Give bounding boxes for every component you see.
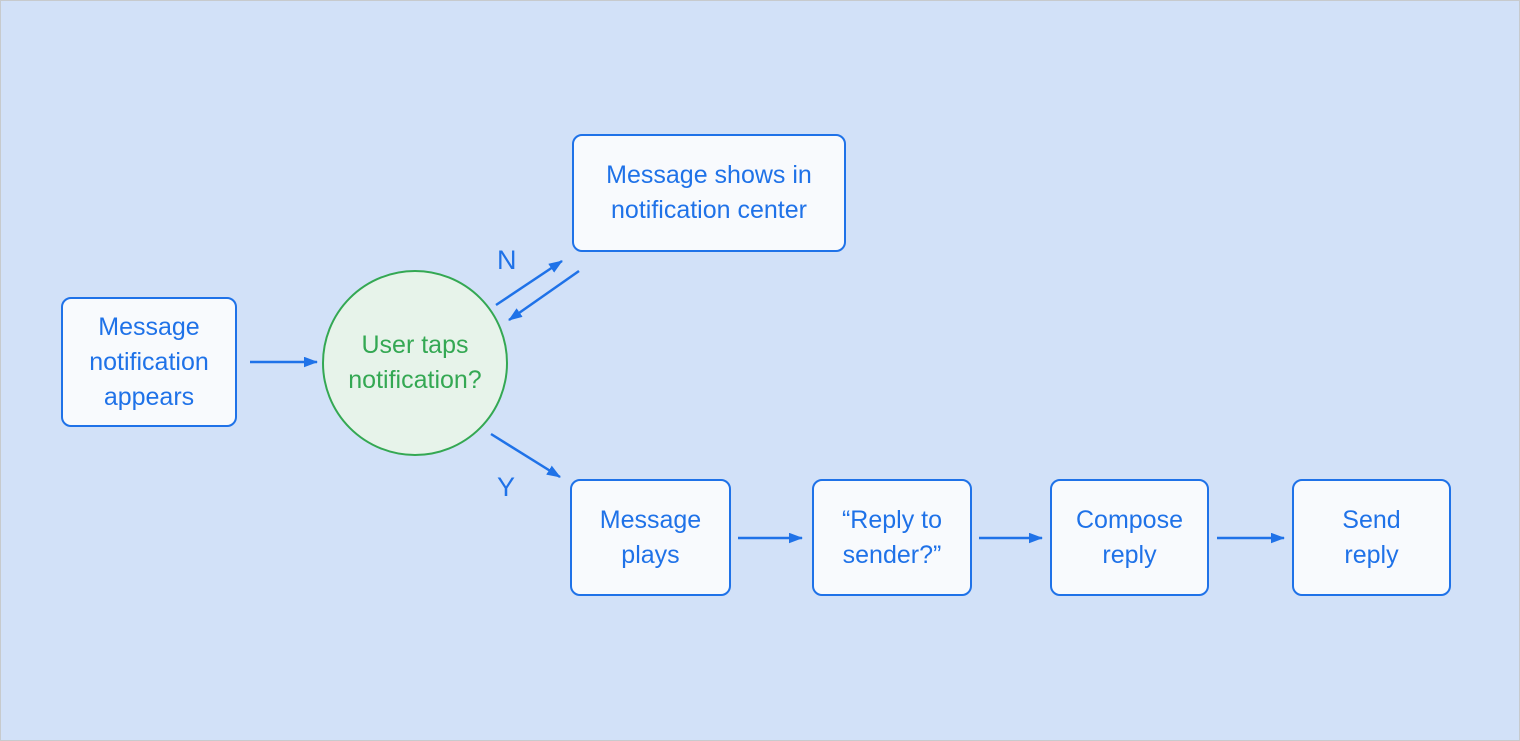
node-send-reply: Send reply xyxy=(1292,479,1451,596)
node-reply-to-sender: “Reply to sender?” xyxy=(812,479,972,596)
node-message-notification-appears: Message notification appears xyxy=(61,297,237,427)
node-message-plays: Message plays xyxy=(570,479,731,596)
node-decision-user-taps-notification: User taps notification? xyxy=(322,270,508,456)
node-compose-reply: Compose reply xyxy=(1050,479,1209,596)
node-message-shows-in-notification-center: Message shows in notification center xyxy=(572,134,846,252)
edge-label-yes: Y xyxy=(497,472,516,502)
edge-decision-to-message-plays xyxy=(490,432,561,479)
edge-notification-center-to-decision xyxy=(508,269,580,322)
edge-label-no: N xyxy=(497,245,517,275)
